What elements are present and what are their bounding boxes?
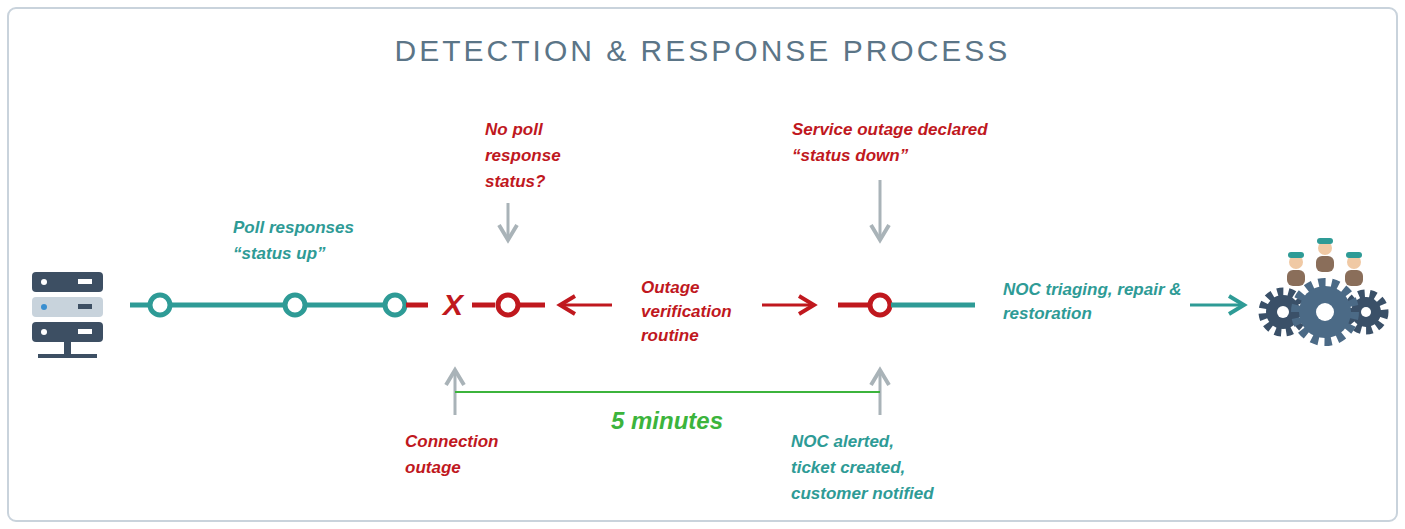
- frame: [8, 8, 1397, 521]
- outage-mark: X: [436, 285, 470, 325]
- noc-team-icon: [1263, 238, 1384, 341]
- duration-label: 5 minutes: [567, 405, 767, 437]
- status-label: Poll responses “status up”: [233, 215, 368, 267]
- status-label: Service outage declared “status down”: [792, 117, 997, 169]
- duration-bar: [455, 391, 880, 393]
- arrow: [762, 304, 814, 307]
- step-label: NOC triaging, repair & restoration: [1003, 278, 1185, 326]
- status-label: No poll response status?: [485, 117, 571, 195]
- event-label: NOC alerted, ticket created, customer no…: [791, 429, 941, 507]
- arrow: [1190, 304, 1244, 307]
- event-label: Connection outage: [405, 429, 509, 481]
- pointer-arrow: [507, 203, 510, 240]
- server-icon: [32, 272, 103, 358]
- timeline: [130, 295, 975, 315]
- step-label: Outage verification routine: [641, 276, 745, 348]
- diagram-title: DETECTION & RESPONSE PROCESS: [0, 32, 1405, 70]
- arrow: [560, 304, 612, 307]
- pointer-arrow: [879, 180, 882, 240]
